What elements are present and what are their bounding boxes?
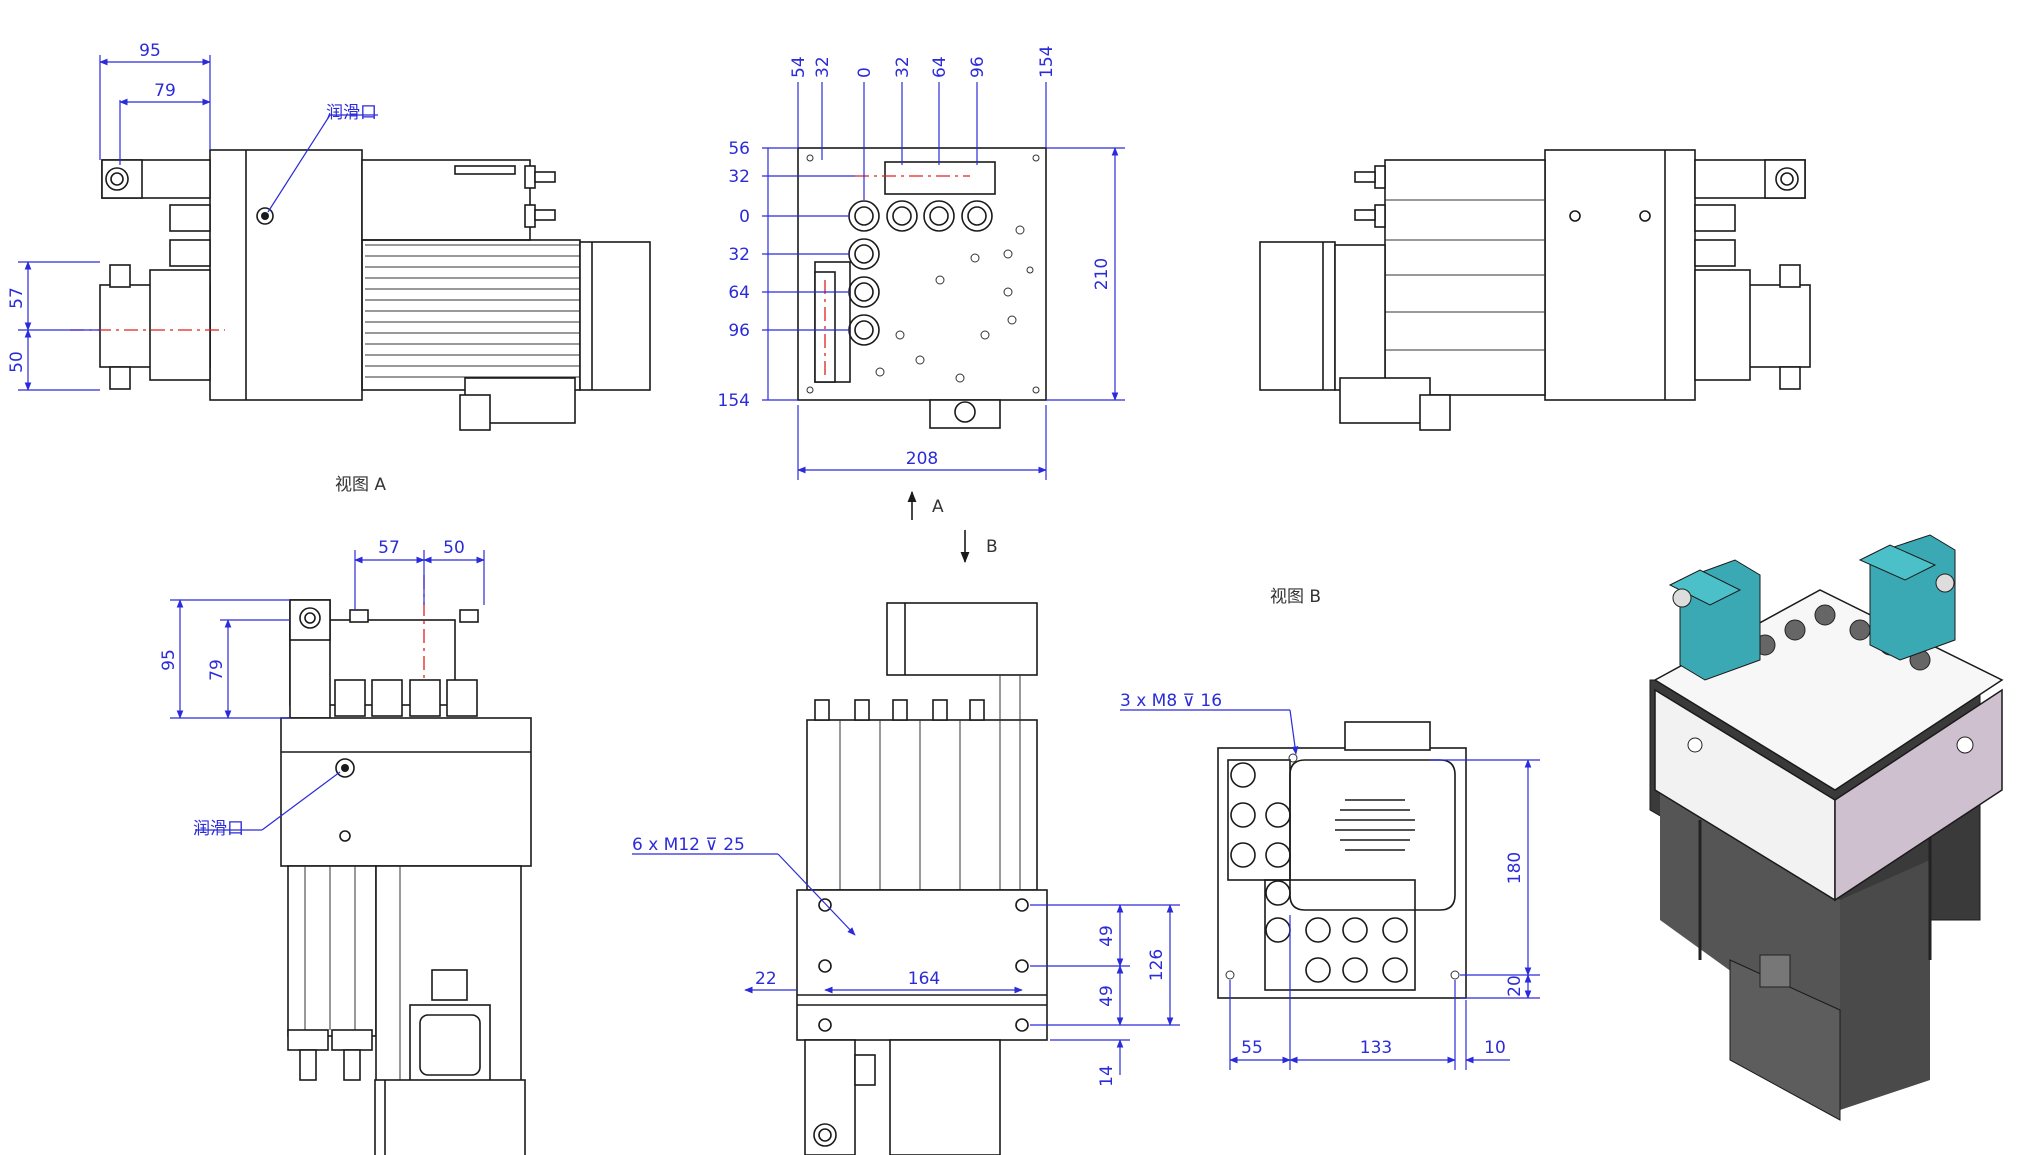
label-view-a: 视图 A [335, 475, 386, 495]
mount-holes [806, 154, 1040, 394]
arrow-label-a: A [932, 497, 944, 517]
front-view-left [280, 575, 532, 1155]
dim-95: 95 [139, 41, 161, 61]
dim-top-32b: 32 [893, 56, 913, 78]
dim-left-64: 64 [728, 283, 750, 303]
fan-grille [1335, 799, 1415, 851]
dim-210: 210 [1092, 258, 1112, 290]
dim-br-20: 20 [1505, 975, 1525, 997]
front-view-center-dims [632, 853, 1180, 1075]
label-lube-port-2: 润滑口 [193, 819, 244, 839]
dim-left-32a: 32 [728, 167, 750, 187]
dim-left-0: 0 [739, 207, 750, 227]
dim-top-32a: 32 [813, 56, 833, 78]
dim-79: 79 [154, 81, 176, 101]
dim-bm-14: 14 [1097, 1065, 1117, 1087]
dim-bm-49b: 49 [1097, 985, 1117, 1007]
dim-br-55: 55 [1241, 1038, 1263, 1058]
dim-57: 57 [7, 287, 27, 309]
side-view-right [1259, 149, 1811, 431]
dim-br-10: 10 [1484, 1038, 1506, 1058]
dim-left-32b: 32 [728, 245, 750, 265]
top-plate-view [797, 147, 1047, 429]
dim-bl-95: 95 [159, 649, 179, 671]
dim-50: 50 [7, 351, 27, 373]
dim-top-154: 154 [1037, 46, 1057, 78]
dim-bm-126: 126 [1147, 949, 1167, 981]
dim-br-180: 180 [1505, 852, 1525, 884]
dim-bl-57: 57 [378, 538, 400, 558]
dim-left-154: 154 [718, 391, 750, 411]
dim-left-56: 56 [728, 139, 750, 159]
dim-bl-50: 50 [443, 538, 465, 558]
label-lube-port-1: 润滑口 [326, 103, 377, 123]
bottom-view [1217, 721, 1467, 999]
dim-bl-79: 79 [207, 659, 227, 681]
label-view-b: 视图 B [1270, 587, 1321, 607]
note-m12: 6 x M12 ⊽ 25 [632, 835, 745, 855]
top-plate-dims [762, 82, 1125, 564]
dim-bm-49a: 49 [1097, 925, 1117, 947]
dim-208: 208 [906, 449, 938, 469]
dim-top-96: 96 [968, 56, 988, 78]
port-fittings [848, 200, 993, 346]
connector-array [1227, 759, 1416, 991]
dim-br-133: 133 [1360, 1038, 1392, 1058]
front-view-left-dims [170, 550, 485, 831]
isometric-render [1649, 534, 2004, 1121]
arrow-label-b: B [986, 537, 998, 557]
cooling-fins [365, 244, 580, 378]
note-m8: 3 x M8 ⊽ 16 [1120, 691, 1222, 711]
side-view-left [70, 149, 651, 431]
dim-left-96: 96 [728, 321, 750, 341]
dim-bm-22: 22 [755, 969, 777, 989]
front-view-center [796, 602, 1048, 1155]
dim-top-54: 54 [789, 56, 809, 78]
dim-top-0: 0 [855, 67, 875, 78]
dim-top-64: 64 [930, 56, 950, 78]
side-view-left-dims [18, 55, 378, 391]
dim-bm-164: 164 [908, 969, 940, 989]
bottom-view-dims [1120, 709, 1540, 1070]
